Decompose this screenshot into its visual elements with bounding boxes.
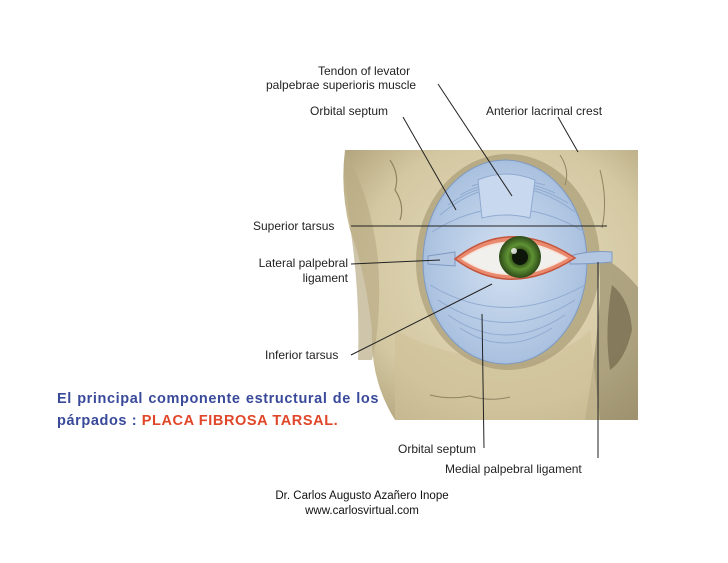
leader-lines bbox=[350, 83, 607, 458]
leader-orbital-septum-top bbox=[402, 116, 457, 211]
label-lateral-line2: ligament bbox=[302, 271, 348, 285]
credits-author: Dr. Carlos Augusto Azañero Inope bbox=[275, 490, 449, 502]
lateral-ligament bbox=[427, 251, 456, 267]
label-lateral-line1: Lateral palpebral bbox=[258, 256, 348, 270]
label-tendon-line1: Tendon of levator bbox=[318, 64, 411, 78]
leader-tendon bbox=[437, 83, 513, 197]
label-superior-tarsus: Superior tarsus bbox=[253, 219, 335, 233]
caption: El principal componente estructural de l… bbox=[57, 388, 379, 432]
label-medial-palpebral-ligament: Medial palpebral ligament bbox=[445, 462, 582, 476]
leader-orbital-septum-bottom bbox=[481, 313, 485, 449]
label-orbital-septum-top: Orbital septum bbox=[310, 104, 389, 118]
leader-inferior-tarsus bbox=[350, 283, 493, 356]
label-tendon-line2: palpebrae superioris muscle bbox=[266, 78, 417, 92]
eyeball bbox=[464, 236, 565, 278]
leader-lateral-ligament bbox=[350, 259, 441, 265]
leader-anterior-lacrimal-crest bbox=[557, 116, 579, 153]
credits: Dr. Carlos Augusto Azañero Inope www.car… bbox=[230, 489, 494, 519]
label-anterior-lacrimal-crest: Anterior lacrimal crest bbox=[486, 104, 603, 118]
label-inferior-tarsus: Inferior tarsus bbox=[265, 348, 339, 362]
medial-ligament bbox=[569, 251, 613, 265]
caption-highlight: PLACA FIBROSA TARSAL. bbox=[141, 413, 339, 429]
caption-text: El principal componente estructural de l… bbox=[57, 391, 379, 429]
credits-website: www.carlosvirtual.com bbox=[305, 505, 419, 517]
label-orbital-septum-bottom: Orbital septum bbox=[398, 442, 477, 456]
